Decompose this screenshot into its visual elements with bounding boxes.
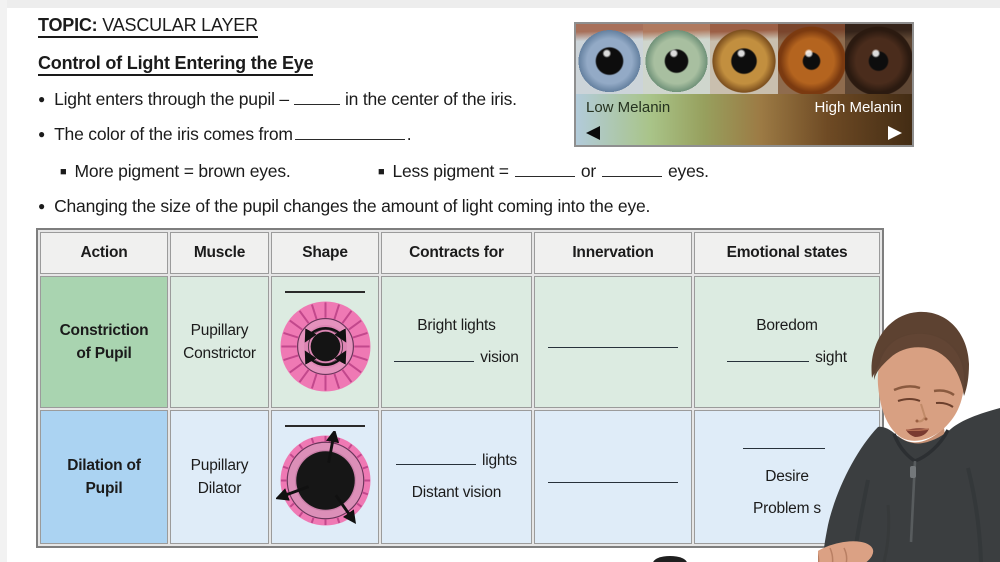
iris-green-image [643,24,711,94]
innervation-dilation-cell [534,410,692,544]
bullet-pupil: ●Light enters through the pupil –in the … [38,89,517,109]
person-hair [871,311,969,396]
fill-blank [396,453,476,465]
marker-tip [653,556,687,562]
top-edge-strip [0,0,1000,8]
subtitle-heading: Control of Light Entering the Eye [38,53,314,76]
fill-blank [548,336,678,348]
instructor-video-overlay [818,311,1000,562]
iris-dark-brown-image [844,24,912,94]
constricted-pupil-diagram [280,301,370,392]
dilated-pupil-diagram [275,431,370,526]
bullet-pupil-size: ●Changing the size of the pupil changes … [38,196,651,216]
topic-title: VASCULAR LAYER [97,15,258,35]
low-melanin-label: Low Melanin [586,99,671,116]
emotional-constriction-cell: Boredom sight [694,276,880,408]
bullet-icon: ● [38,92,46,106]
col-header-muscle: Muscle [170,232,269,274]
pupil-muscle-table: Action Muscle Shape Contracts for Innerv… [36,228,884,548]
fill-blank [727,350,810,362]
col-header-contracts-for: Contracts for [381,232,532,274]
innervation-constriction-cell [534,276,692,408]
col-header-innervation: Innervation [534,232,692,274]
iris-amber-image [710,24,778,94]
topic-label: TOPIC: [38,15,98,35]
bullet-icon: ● [38,127,46,141]
fill-blank [285,425,365,427]
person-hand [818,541,874,562]
fill-blank [285,291,365,293]
fill-blank [602,164,662,177]
contracts-dilation-cell: lights Distant vision [381,410,532,544]
iris-brown-image [777,24,845,94]
sweater-fold [966,467,983,562]
fill-blank [293,92,340,105]
fill-blank [514,164,575,177]
fill-blank [548,471,678,483]
muscle-dilator-cell: Pupillary Dilator [170,410,269,544]
person-face [877,333,964,441]
contracts-constriction-cell: Bright lights vision [381,276,532,408]
col-header-shape: Shape [271,232,379,274]
zipper-pull [910,466,916,478]
shape-dilated-cell [271,410,379,544]
person-sweater [823,408,1000,562]
col-header-emotional-states: Emotional states [694,232,880,274]
square-bullet-icon: ■ [378,166,385,178]
bullet-iris-color: ●The color of the iris comes from. [38,124,412,144]
iris-photo-strip [576,24,912,94]
double-arrow-icon [586,126,902,140]
topic-heading: TOPIC: VASCULAR LAYER [38,15,258,38]
col-header-action: Action [40,232,168,274]
person-facial-features [893,385,955,437]
shape-constricted-cell [271,276,379,408]
collar-seam [914,429,950,463]
melanin-gradient-bar: Low Melanin High Melanin [576,94,912,145]
high-melanin-label: High Melanin [814,99,902,116]
collar-seam [892,433,916,463]
sweater-fold [882,504,891,562]
person-hair-front [874,332,966,394]
action-dilation-cell: Dilation of Pupil [40,410,168,544]
muscle-constrictor-cell: Pupillary Constrictor [170,276,269,408]
fill-blank [743,437,825,449]
fill-blank [394,350,475,362]
melanin-eye-figure: Low Melanin High Melanin [574,22,914,147]
action-constriction-cell: Constriction of Pupil [40,276,168,408]
bullet-icon: ● [38,199,46,213]
left-edge-strip [0,0,7,562]
fill-blank [294,127,405,140]
iris-blue-image [576,24,644,94]
square-bullet-icon: ■ [60,166,67,178]
subbullet-more-pigment: ■More pigment = brown eyes. [60,161,291,181]
